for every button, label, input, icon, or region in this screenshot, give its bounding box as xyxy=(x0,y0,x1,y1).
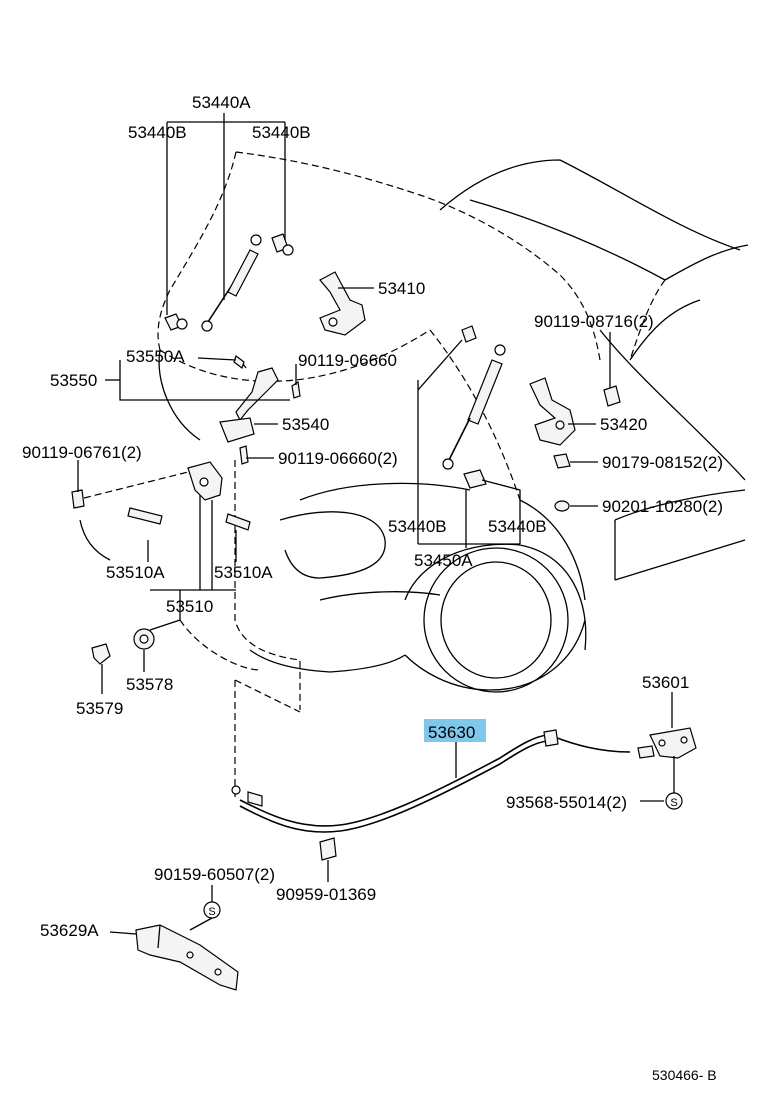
label-90119-08716[interactable]: 90119-08716(2) xyxy=(534,312,654,331)
car-body-outline xyxy=(157,151,749,800)
screw-symbol-lever: S xyxy=(665,792,683,810)
label-53540[interactable]: 53540 xyxy=(282,415,329,434)
hood-hinge-right xyxy=(529,377,621,512)
hood-hinge-left xyxy=(319,271,366,336)
label-53550A[interactable]: 53550A xyxy=(126,347,185,366)
label-53510[interactable]: 53510 xyxy=(166,597,213,616)
label-53440A[interactable]: 53440A xyxy=(192,93,251,112)
label-53440B-mid-right[interactable]: 53440B xyxy=(488,517,547,536)
label-53440B-left[interactable]: 53440B xyxy=(128,123,187,142)
label-90119-06660[interactable]: 90119-06660 xyxy=(298,351,397,370)
hood-lock-assembly xyxy=(71,461,251,531)
cable-clamp xyxy=(319,837,337,861)
label-90159-60507[interactable]: 90159-60507(2) xyxy=(154,865,275,884)
hood-cushion-53579 xyxy=(91,643,111,665)
hood-cushion-53578 xyxy=(133,628,155,650)
release-lever xyxy=(637,727,697,759)
svg-text:S: S xyxy=(208,906,215,918)
label-53601[interactable]: 53601 xyxy=(642,673,689,692)
strut-ball-stud-left xyxy=(164,313,188,331)
label-53578[interactable]: 53578 xyxy=(126,675,173,694)
label-53510A-right[interactable]: 53510A xyxy=(214,563,273,582)
label-53579[interactable]: 53579 xyxy=(76,699,123,718)
label-53440B-mid-left[interactable]: 53440B xyxy=(388,517,447,536)
label-53420[interactable]: 53420 xyxy=(600,415,647,434)
label-90959-01369[interactable]: 90959-01369 xyxy=(276,885,376,904)
svg-text:S: S xyxy=(670,797,677,809)
release-cable xyxy=(231,729,631,833)
screw-symbol-bracket: S xyxy=(203,901,221,919)
drawing-code: 530466- B xyxy=(652,1067,717,1083)
hood-strut-right xyxy=(442,325,506,489)
part-labels: 53440A 53440B 53440B 53410 90119-08716(2… xyxy=(22,93,723,1083)
label-90179-08152[interactable]: 90179-08152(2) xyxy=(602,453,723,472)
cable-bracket xyxy=(135,924,239,991)
label-53410[interactable]: 53410 xyxy=(378,279,425,298)
hood-lock-lever xyxy=(219,355,301,465)
label-53629A[interactable]: 53629A xyxy=(40,921,99,940)
label-90119-06761[interactable]: 90119-06761(2) xyxy=(22,443,142,462)
hood-strut-left xyxy=(201,234,262,332)
label-90119-06660-2[interactable]: 90119-06660(2) xyxy=(278,449,398,468)
label-93568-55014[interactable]: 93568-55014(2) xyxy=(506,793,627,812)
strut-ball-stud-right xyxy=(271,233,294,256)
label-53550[interactable]: 53550 xyxy=(50,371,97,390)
label-53630[interactable]: 53630 xyxy=(428,723,475,742)
label-90201-10280[interactable]: 90201-10280(2) xyxy=(602,497,723,516)
highlight-box-53630 xyxy=(424,719,486,742)
leader-lines xyxy=(77,113,675,935)
label-53510A-left[interactable]: 53510A xyxy=(106,563,165,582)
label-53450A[interactable]: 53450A xyxy=(414,551,473,570)
label-53440B-right[interactable]: 53440B xyxy=(252,123,311,142)
